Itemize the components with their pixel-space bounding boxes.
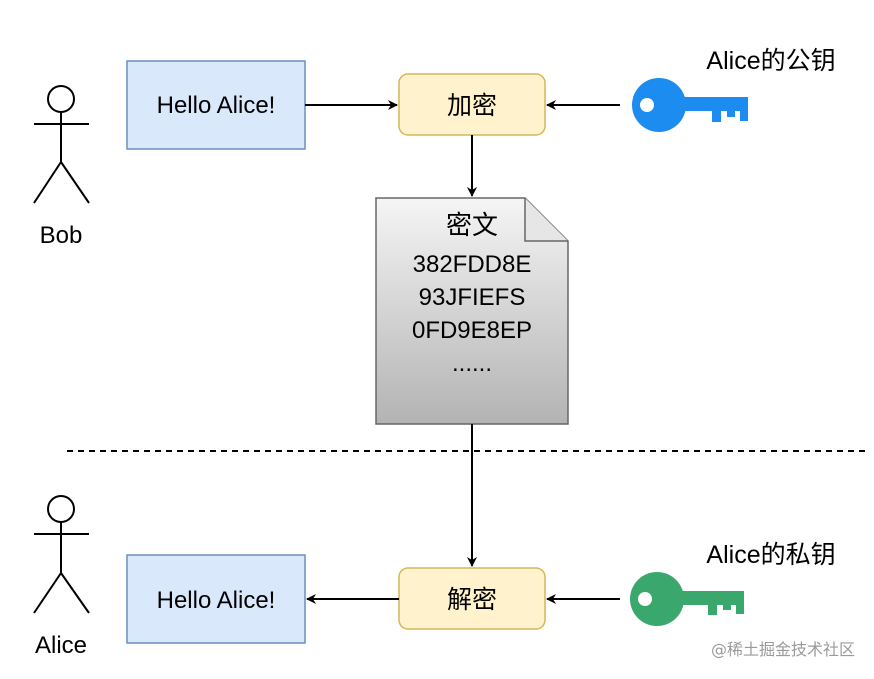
public-key-icon [632, 78, 748, 132]
plaintext-label-bottom: Hello Alice! [157, 587, 276, 614]
alice-actor [33, 495, 90, 614]
ciphertext-line: 93JFIEFS [419, 284, 526, 311]
bob-label: Bob [40, 222, 83, 249]
document-fold [524, 198, 568, 242]
plaintext-box-top [126, 60, 306, 150]
ciphertext-title: 密文 [446, 210, 498, 240]
decrypt-label: 解密 [447, 586, 497, 614]
alice-label: Alice [35, 632, 87, 659]
encrypt-label: 加密 [447, 92, 497, 120]
ciphertext-line: 382FDD8E [413, 251, 532, 278]
private-key-label: Alice的私钥 [706, 541, 835, 569]
plaintext-box-bottom [126, 554, 306, 644]
ciphertext-line: 0FD9E8EP [412, 317, 532, 344]
public-key-label: Alice的公钥 [706, 47, 835, 75]
watermark: @稀土掘金技术社区 [711, 640, 855, 659]
ciphertext-document [375, 197, 569, 425]
ciphertext-line: ...... [452, 350, 492, 377]
private-key-icon [630, 572, 744, 626]
bob-actor [33, 85, 90, 204]
plaintext-label-top: Hello Alice! [157, 92, 276, 119]
